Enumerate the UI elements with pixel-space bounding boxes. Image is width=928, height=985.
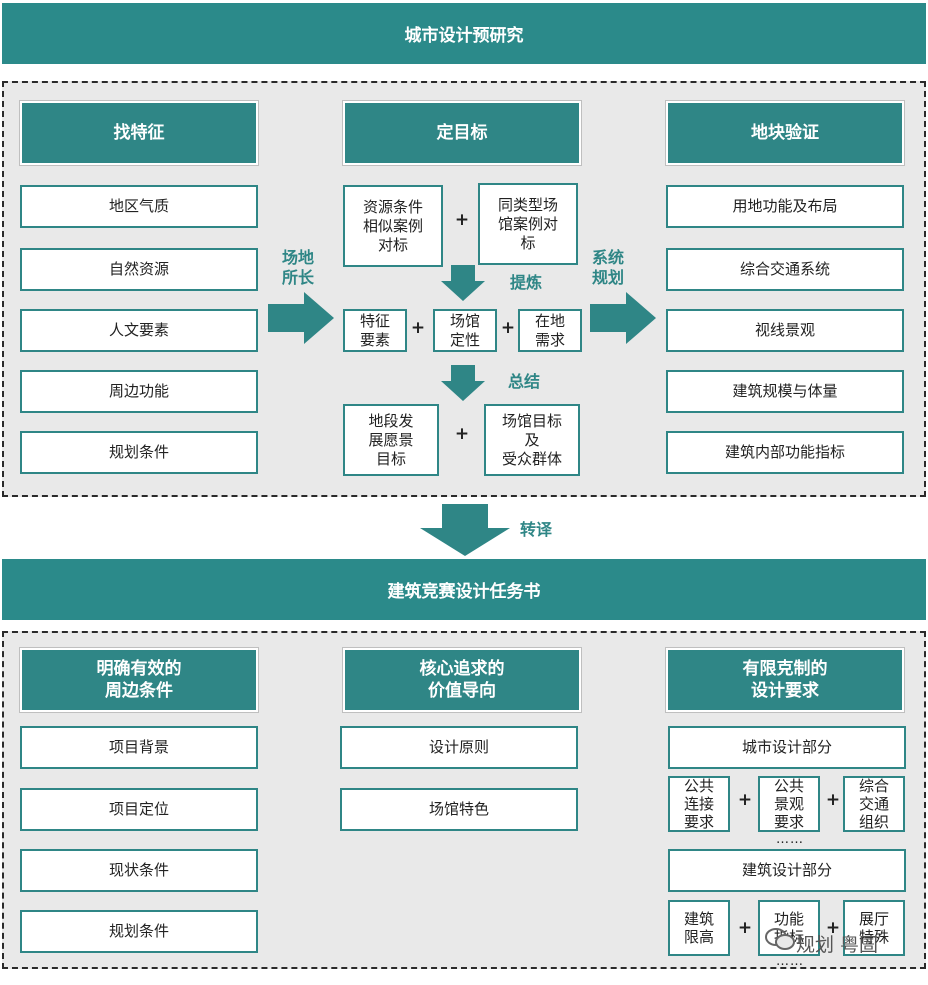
plus-sign: + bbox=[410, 318, 426, 338]
condition-item: 规划条件 bbox=[20, 910, 258, 953]
condition-item: 项目定位 bbox=[20, 788, 258, 831]
arrow-label-site-strengths: 场地 所长 bbox=[281, 248, 314, 287]
refine-label: 提炼 bbox=[509, 273, 542, 292]
right-arrow-icon bbox=[268, 292, 334, 344]
right-arrow-icon bbox=[590, 292, 656, 344]
plus-sign: + bbox=[825, 790, 841, 810]
down-arrow-icon bbox=[420, 504, 510, 556]
value-item: 设计原则 bbox=[340, 726, 578, 769]
plus-sign: + bbox=[737, 790, 753, 810]
architecture-requirement-box: 展厅 特殊 bbox=[843, 900, 905, 956]
feature-item: 周边功能 bbox=[20, 370, 258, 413]
condition-item: 现状条件 bbox=[20, 849, 258, 892]
feature-item: 人文要素 bbox=[20, 309, 258, 352]
urban-requirement-box: 公共 景观 要求 bbox=[758, 776, 820, 832]
arrow-label-system-planning: 系统 规划 bbox=[591, 248, 624, 287]
architecture-requirement-box: 建筑 限高 bbox=[668, 900, 730, 956]
goal-factor-box: 在地 需求 bbox=[518, 309, 582, 352]
translate-label: 转译 bbox=[519, 520, 552, 539]
value-item: 场馆特色 bbox=[340, 788, 578, 831]
plus-sign: + bbox=[825, 918, 841, 938]
validation-item: 建筑内部功能指标 bbox=[666, 431, 904, 474]
column-header-value-orientation: 核心追求的 价值导向 bbox=[342, 647, 582, 713]
urban-requirement-box: 综合 交通 组织 bbox=[843, 776, 905, 832]
feature-item: 地区气质 bbox=[20, 185, 258, 228]
goal-factor-box: 场馆 定性 bbox=[433, 309, 497, 352]
condition-item: 项目背景 bbox=[20, 726, 258, 769]
ellipsis: …… bbox=[776, 954, 804, 969]
architecture-design-part: 建筑设计部分 bbox=[668, 849, 906, 892]
wechat-icon bbox=[765, 928, 795, 950]
column-header-set-goals: 定目标 bbox=[342, 100, 582, 166]
goal-output-box: 地段发 展愿景 目标 bbox=[343, 404, 439, 476]
middle-banner: 建筑竞赛设计任务书 bbox=[2, 559, 926, 620]
validation-item: 视线景观 bbox=[666, 309, 904, 352]
plus-sign: + bbox=[737, 918, 753, 938]
column-header-find-features: 找特征 bbox=[19, 100, 259, 166]
validation-item: 建筑规模与体量 bbox=[666, 370, 904, 413]
top-banner: 城市设计预研究 bbox=[2, 3, 926, 64]
plus-sign: + bbox=[454, 210, 470, 230]
feature-item: 自然资源 bbox=[20, 248, 258, 291]
architecture-requirement-box: 功能 指标 bbox=[758, 900, 820, 956]
goal-input-box: 资源条件 相似案例 对标 bbox=[343, 185, 443, 267]
watermark-text: 规划 粤圄 bbox=[796, 934, 879, 956]
validation-item: 综合交通系统 bbox=[666, 248, 904, 291]
goal-input-box: 同类型场 馆案例对 标 bbox=[478, 183, 578, 265]
plus-sign: + bbox=[454, 424, 470, 444]
summary-label: 总结 bbox=[507, 372, 540, 391]
column-header-design-requirements: 有限克制的 设计要求 bbox=[665, 647, 905, 713]
goal-output-box: 场馆目标 及 受众群体 bbox=[484, 404, 580, 476]
feature-item: 规划条件 bbox=[20, 431, 258, 474]
validation-item: 用地功能及布局 bbox=[666, 185, 904, 228]
urban-requirement-box: 公共 连接 要求 bbox=[668, 776, 730, 832]
goal-factor-box: 特征 要素 bbox=[343, 309, 407, 352]
down-arrow-icon bbox=[441, 265, 485, 301]
down-arrow-icon bbox=[441, 365, 485, 401]
plus-sign: + bbox=[500, 318, 516, 338]
column-header-surrounding-conditions: 明确有效的 周边条件 bbox=[19, 647, 259, 713]
column-header-plot-validation: 地块验证 bbox=[665, 100, 905, 166]
urban-design-part: 城市设计部分 bbox=[668, 726, 906, 769]
ellipsis: …… bbox=[776, 832, 804, 847]
